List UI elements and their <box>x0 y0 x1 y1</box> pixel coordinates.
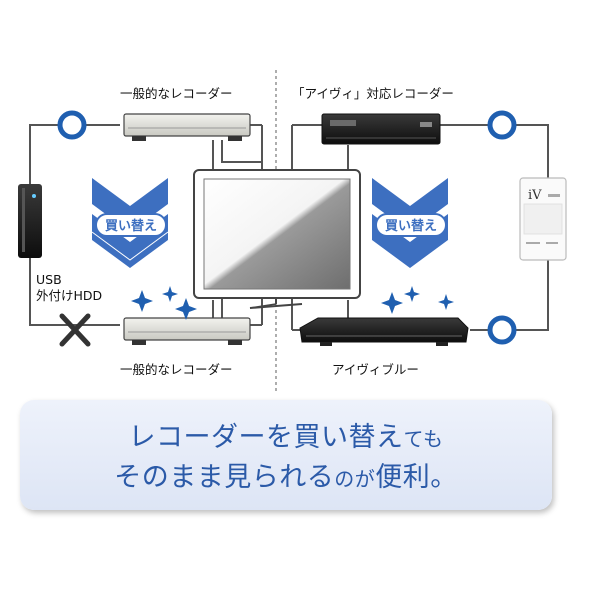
left-replace-badge: 買い替え <box>91 178 169 268</box>
ivdr-cassette-icon: iV <box>519 177 567 261</box>
connection-ng-cross-icon <box>59 313 91 347</box>
sparkle-icon-group <box>131 286 454 320</box>
caption-line1-main: レコーダーを買い替え <box>128 422 404 453</box>
right-top-recorder-label: 「アイヴィ」対応レコーダー <box>292 86 454 101</box>
tv-icon <box>193 169 361 309</box>
caption-line2: そのまま見られるのが便利。 <box>20 464 552 491</box>
cassette-logo: iV <box>528 188 542 203</box>
usb-hdd-icon <box>18 184 42 258</box>
caption-line2-small: のが <box>334 467 376 491</box>
connection-ok-circle-icon <box>487 315 517 345</box>
caption-line2-end: 便利。 <box>375 462 458 493</box>
usb-label-line1: USB <box>36 272 62 287</box>
caption-line1: レコーダーを買い替えても <box>20 424 552 451</box>
left-top-recorder-icon <box>123 113 251 141</box>
right-badge-text: 買い替え <box>385 218 437 234</box>
left-badge-text: 買い替え <box>105 218 157 234</box>
right-bottom-recorder-icon <box>299 317 469 346</box>
connection-ok-circle-icon <box>487 110 517 140</box>
usb-label-line2: 外付けHDD <box>36 288 103 303</box>
right-bottom-recorder-label: アイヴィブルー <box>332 362 419 377</box>
caption-line2-main: そのまま見られる <box>114 462 335 493</box>
right-top-recorder-icon <box>321 113 441 145</box>
left-bottom-recorder-icon <box>123 317 251 345</box>
caption-box: レコーダーを買い替えても そのまま見られるのが便利。 <box>20 400 552 510</box>
connection-ok-circle-icon <box>57 110 87 140</box>
left-top-recorder-label: 一般的なレコーダー <box>120 86 233 101</box>
left-bottom-recorder-label: 一般的なレコーダー <box>120 362 233 377</box>
right-replace-badge: 買い替え <box>372 178 448 268</box>
connection-diagram: iV 買い替え 買い替え <box>18 70 567 392</box>
caption-line1-small: ても <box>403 427 444 451</box>
